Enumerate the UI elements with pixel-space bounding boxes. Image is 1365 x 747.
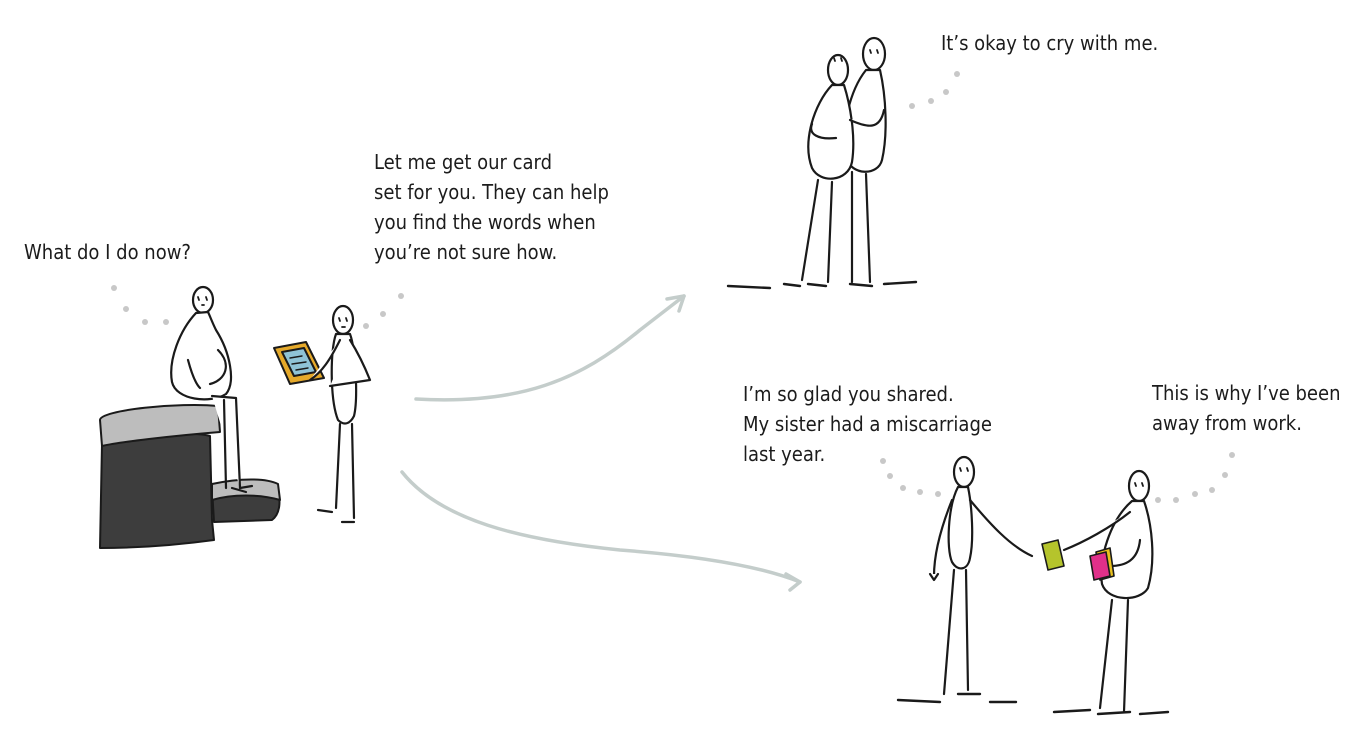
caption-line: What do I do now? <box>24 240 191 264</box>
arrow-to-hug <box>414 294 686 402</box>
seat <box>99 403 281 549</box>
tablet <box>273 341 325 385</box>
caption-line: My sister had a miscarriage <box>743 412 992 436</box>
patient-figure <box>170 285 254 494</box>
caption-line: you find the words when <box>374 210 596 234</box>
friend-figure <box>896 455 1034 704</box>
caption-line: I’m so glad you shared. <box>743 382 954 406</box>
caption-patient: What do I do now? <box>24 237 191 267</box>
nurse-figure <box>308 304 372 524</box>
coworker-figure <box>1052 469 1170 716</box>
caption-coworker: This is why I’ve been away from work. <box>1152 378 1340 438</box>
caption-hug: It’s okay to cry with me. <box>941 28 1158 58</box>
thought-dots <box>111 71 1235 503</box>
caption-line: you’re not sure how. <box>374 240 558 264</box>
caption-line: It’s okay to cry with me. <box>941 31 1159 55</box>
hugging-figures <box>726 36 918 290</box>
caption-nurse: Let me get our card set for you. They ca… <box>374 147 609 267</box>
caption-line: set for you. They can help <box>374 180 609 204</box>
cards <box>1041 539 1115 581</box>
caption-line: This is why I’ve been <box>1152 381 1341 405</box>
caption-line: away from work. <box>1152 411 1302 435</box>
arrow-to-sharing <box>400 470 802 592</box>
caption-line: Let me get our card <box>374 150 552 174</box>
caption-line: last year. <box>743 442 826 466</box>
caption-friend: I’m so glad you shared. My sister had a … <box>743 379 992 469</box>
